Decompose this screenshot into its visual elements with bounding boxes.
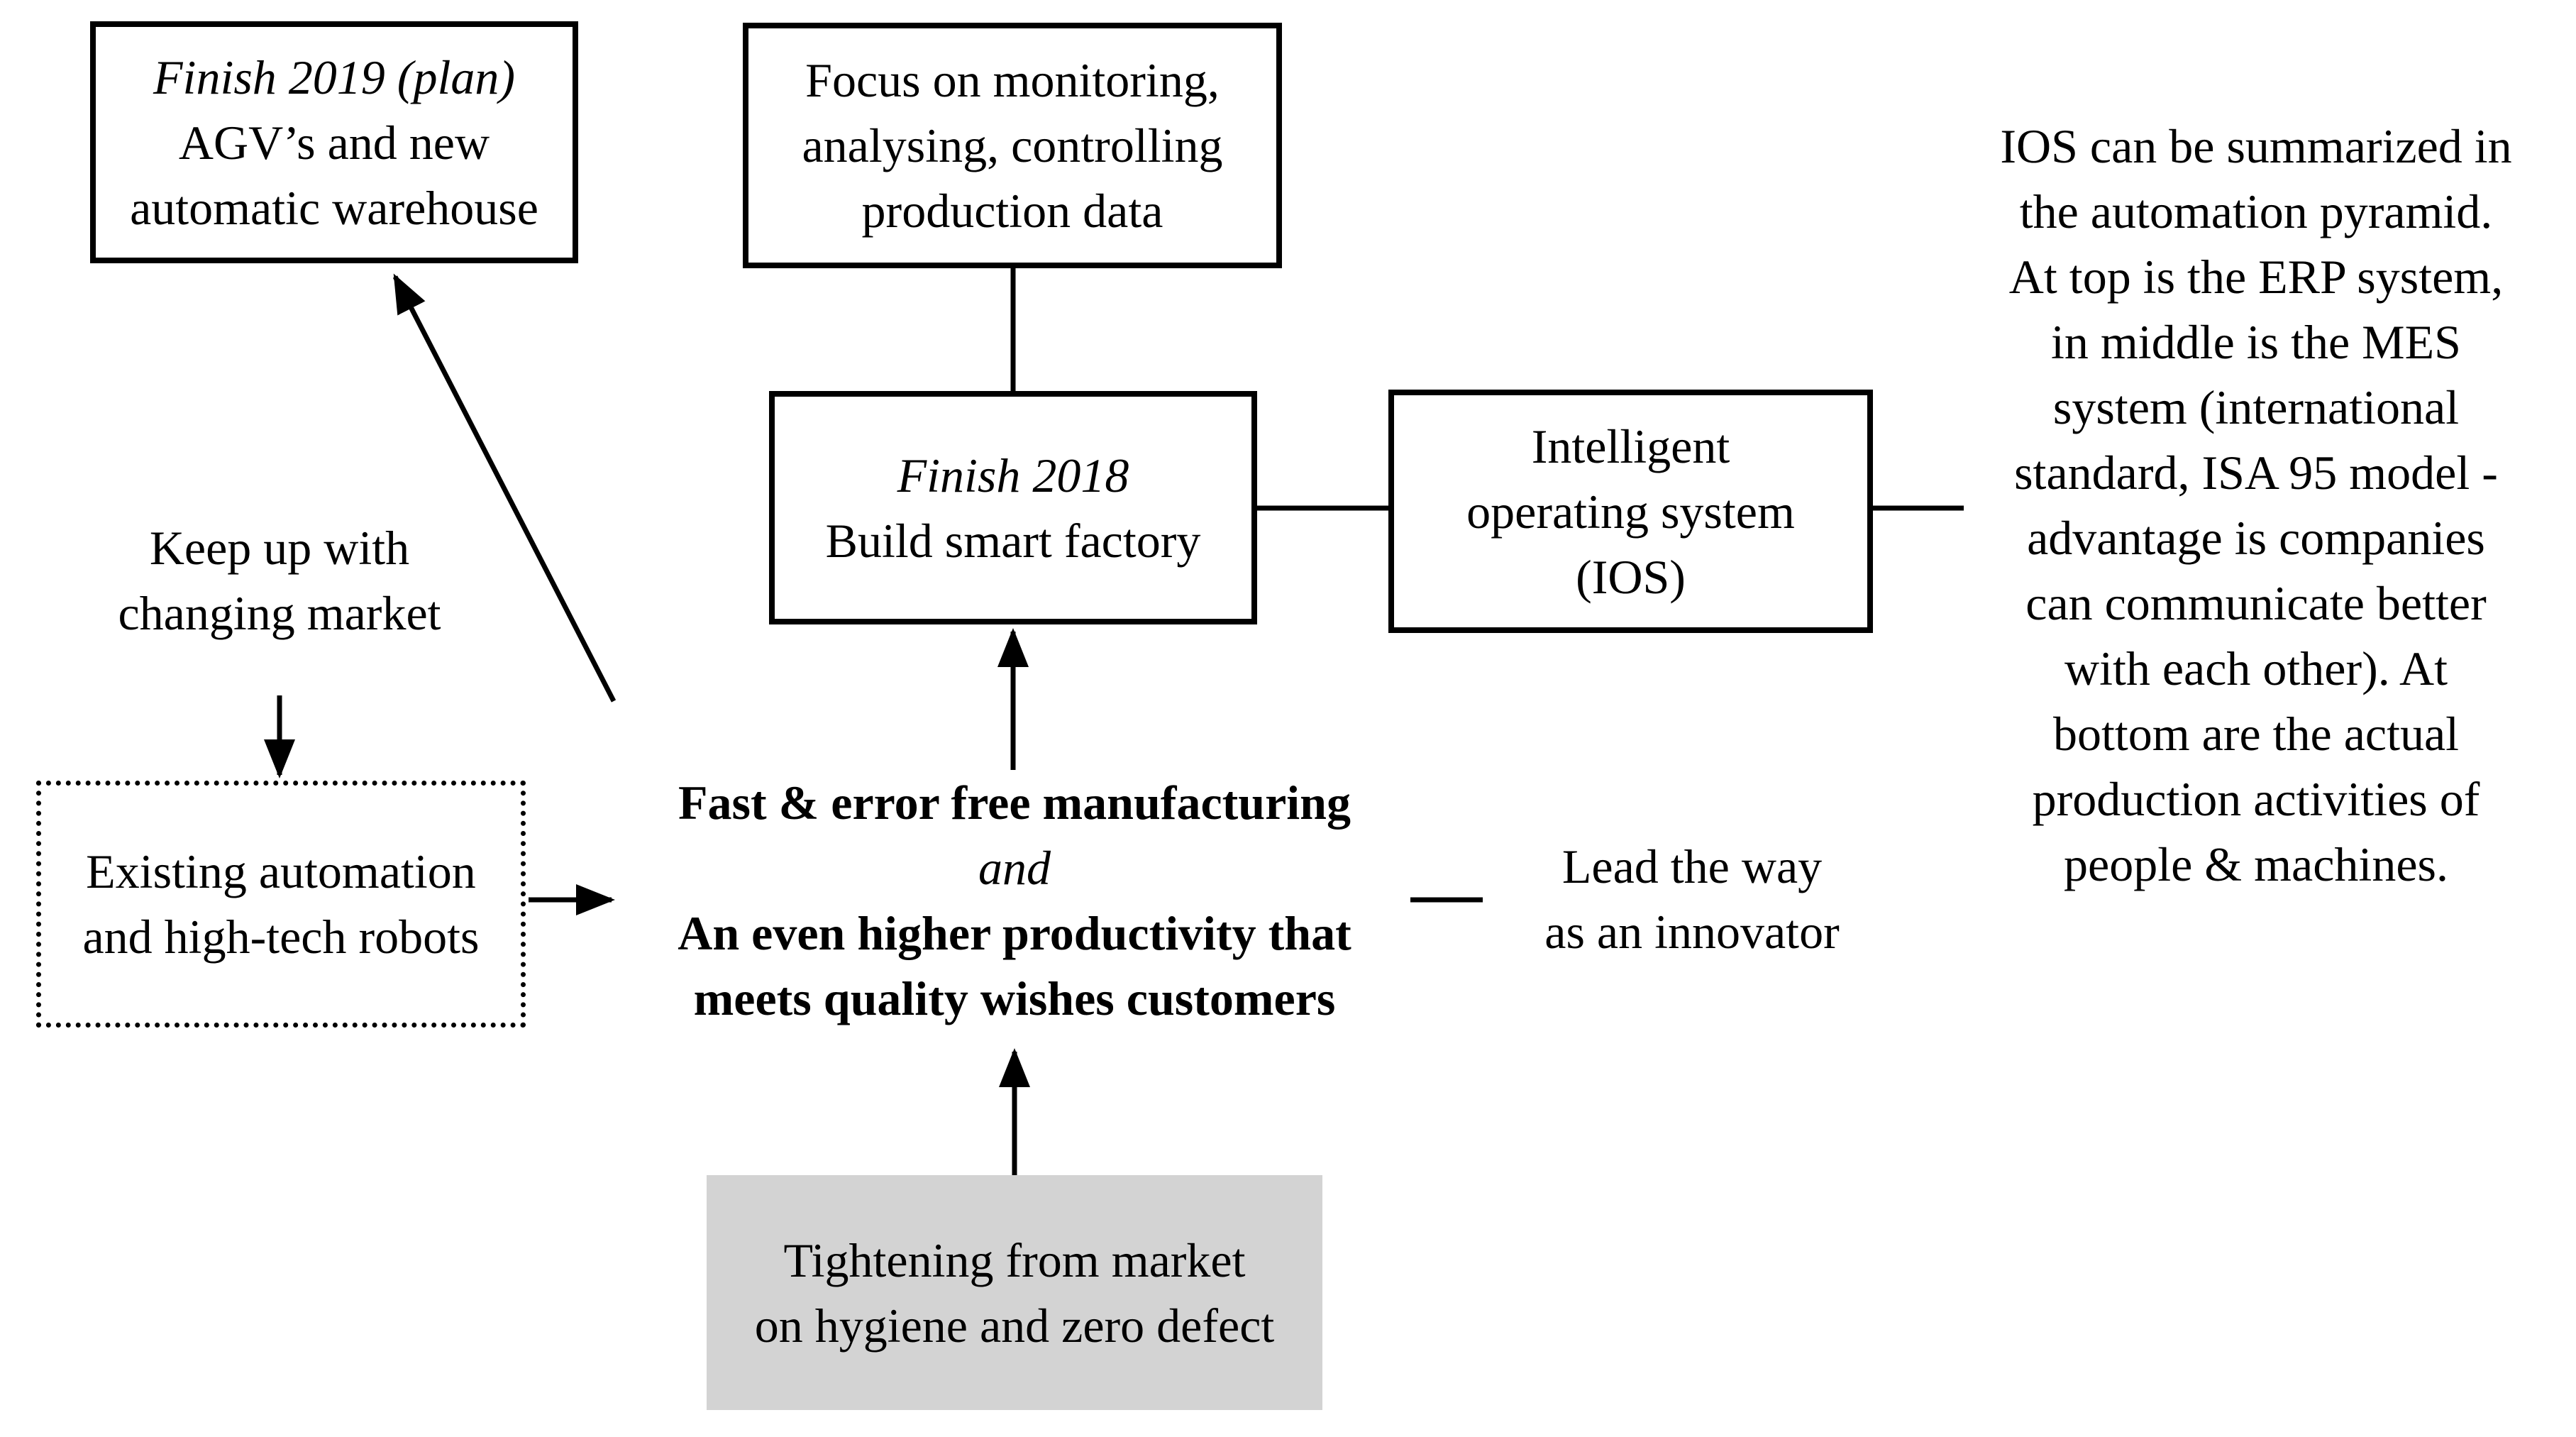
finish-2019-title: Finish 2019 (plan) [153,50,515,104]
goal-conjunction: and [978,841,1051,895]
focus-monitoring-body: Focus on monitoring,analysing, controlli… [802,53,1223,238]
goal-line-2: An even higher productivity that [678,906,1351,960]
finish-2018-body: Build smart factory [825,513,1201,568]
finish-2018-title: Finish 2018 [897,448,1129,502]
text-goal: Fast & error free manufacturing and An e… [610,770,1419,1031]
goal-line-1: Fast & error free manufacturing [678,776,1351,830]
goal-line-3: meets quality wishes customers [693,971,1336,1025]
box-finish-2018: Finish 2018 Build smart factory [769,391,1257,624]
box-focus-monitoring: Focus on monitoring,analysing, controlli… [743,23,1282,268]
